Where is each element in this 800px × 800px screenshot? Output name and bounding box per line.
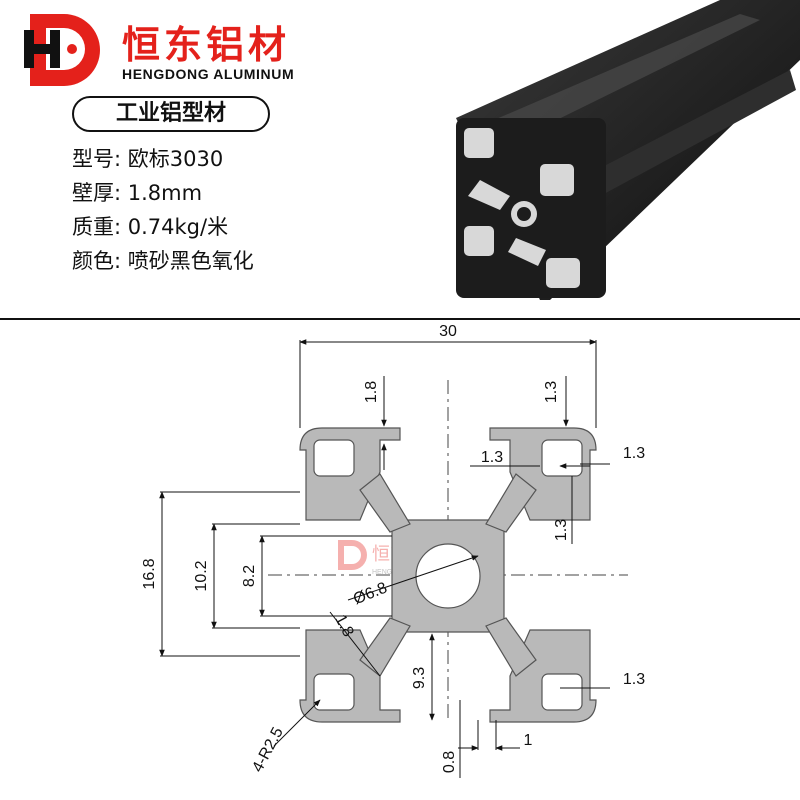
spec-label: 壁厚 [72, 181, 114, 205]
brand-name-en: HENGDONG ALUMINUM [122, 66, 295, 82]
dim-overall-width: 30 [439, 323, 457, 340]
product-title: 工业铝型材 [72, 96, 270, 132]
dim-wall-top: 1.8 [363, 381, 380, 403]
dim-base-width: 1 [524, 732, 533, 749]
brand-name-cn: 恒东铝材 [122, 23, 291, 67]
profile-holes [313, 439, 583, 711]
dim-center-hole: Ø6.8 [351, 579, 390, 608]
hd-logo: HD [24, 14, 100, 86]
dim-lip-top-right: 1.3 [543, 381, 560, 403]
cross-section-drawing: 恒东铝材 HENGDONG ALUMINUM [141, 323, 645, 778]
spec-row: 质重: 0.74kg/米 [72, 215, 229, 239]
spec-row: 型号: 欧标3030 [72, 147, 224, 171]
dim-corner-radius: 4-R2.5 [249, 725, 287, 775]
spec-label: 颜色 [72, 249, 114, 273]
spec-row: 壁厚: 1.8mm [72, 181, 203, 205]
dim-height-inner: 8.2 [241, 565, 258, 587]
profile-3d-render [456, 0, 800, 300]
spec-value: 喷砂黑色氧化 [127, 249, 254, 273]
spec-value: 0.74kg/米 [127, 215, 229, 239]
dim-slot-lip-horizontal: 1.3 [481, 449, 503, 466]
dim-center-to-bottom: 9.3 [411, 667, 428, 689]
spec-value: 欧标3030 [127, 147, 224, 171]
spec-value: 1.8mm [127, 181, 203, 205]
spec-row: 颜色: 喷砂黑色氧化 [72, 249, 254, 273]
dim-lip-bottom-right: 1.3 [623, 671, 645, 688]
spec-label: 型号 [72, 147, 114, 171]
spec-label: 质重 [72, 215, 114, 239]
section-divider [0, 318, 800, 320]
dim-lip-side-right: 1.3 [623, 445, 645, 462]
dim-lip-side-vertical: 1.3 [553, 519, 570, 541]
profile-end-face [456, 118, 606, 298]
spec-list: 型号: 欧标3030 壁厚: 1.8mm 质重: 0.74kg/米 颜色: 喷砂… [72, 142, 254, 278]
dim-height-mid: 10.2 [193, 560, 210, 591]
dim-height-outer: 16.8 [141, 558, 158, 589]
dim-base-thickness: 0.8 [441, 751, 458, 773]
